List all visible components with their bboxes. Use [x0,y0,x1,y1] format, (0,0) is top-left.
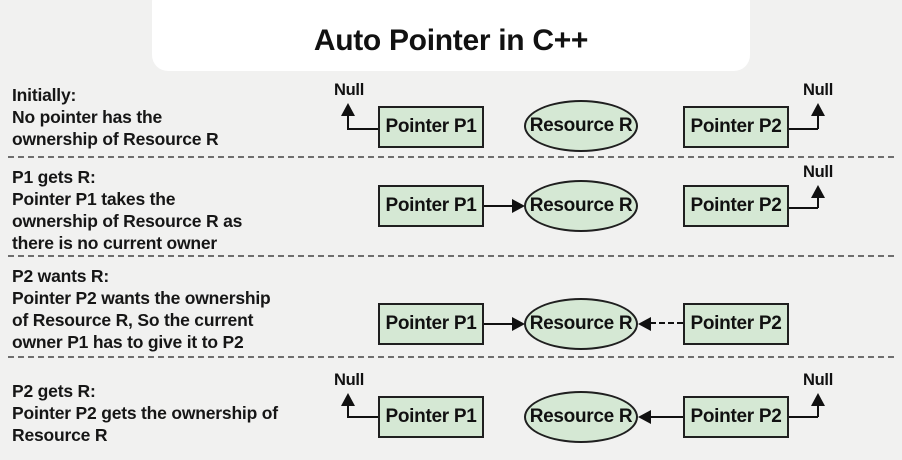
null-label-p1: Null [334,371,364,389]
row-caption: P1 gets R: Pointer P1 takes the ownershi… [12,166,242,254]
pointer-p1-node: Pointer P1 [378,396,484,438]
elbow-line [817,197,819,208]
resource-r-node: Resource R [524,100,638,152]
ownership-arrow-line [650,416,683,418]
caption-line: P1 gets R: [12,167,96,187]
elbow-line [347,128,379,130]
pointer-p1-node: Pointer P1 [378,303,484,345]
elbow-line [347,114,349,129]
arrowhead-left-icon [638,317,651,331]
elbow-line [347,404,349,417]
row-caption: P2 wants R: Pointer P2 wants the ownersh… [12,265,271,353]
caption-line: Pointer P1 takes the [12,189,176,209]
null-label-p2: Null [803,163,833,181]
null-label-p1: Null [334,81,364,99]
caption-line: ownership of Resource R as [12,211,243,231]
pointer-p2-node: Pointer P2 [683,303,789,345]
arrowhead-up-icon [811,103,825,116]
null-label-p2: Null [803,81,833,99]
row-divider [8,255,894,257]
resource-r-node: Resource R [524,391,638,443]
pointer-p2-node: Pointer P2 [683,396,789,438]
caption-line: P2 wants R: [12,266,109,286]
arrowhead-up-icon [811,393,825,406]
resource-r-node: Resource R [524,180,638,232]
want-arrow-dashed-line [650,322,683,324]
page-title: Auto Pointer in C++ [313,24,589,57]
arrowhead-left-icon [638,410,651,424]
row-divider [8,356,894,358]
elbow-line [347,416,379,418]
arrowhead-up-icon [341,393,355,406]
caption-line: P2 gets R: [12,381,96,401]
caption-line: Resource R [12,425,108,445]
null-label-p2: Null [803,371,833,389]
caption-line: No pointer has the [12,107,163,127]
arrowhead-up-icon [341,103,355,116]
caption-line: Pointer P2 gets the ownership of [12,403,278,423]
elbow-line [817,114,819,129]
title-card: Auto Pointer in C++ [152,0,750,71]
ownership-arrow-line [484,323,514,325]
ownership-arrow-line [484,205,514,207]
elbow-line [817,404,819,417]
arrowhead-up-icon [811,185,825,198]
caption-line: Pointer P2 wants the ownership [12,288,271,308]
pointer-p1-node: Pointer P1 [378,106,484,148]
pointer-p2-node: Pointer P2 [683,106,789,148]
pointer-p1-node: Pointer P1 [378,185,484,227]
row-caption: P2 gets R: Pointer P2 gets the ownership… [12,380,278,446]
resource-r-node: Resource R [524,298,638,350]
row-divider [8,156,894,158]
elbow-line [789,207,818,209]
caption-line: owner P1 has to give it to P2 [12,332,244,352]
elbow-line [789,416,818,418]
caption-line: of Resource R, So the current [12,310,254,330]
caption-line: there is no current owner [12,233,218,253]
pointer-p2-node: Pointer P2 [683,185,789,227]
arrowhead-right-icon [512,199,525,213]
elbow-line [789,128,818,130]
arrowhead-right-icon [512,317,525,331]
caption-line: ownership of Resource R [12,129,219,149]
caption-line: Initially: [12,85,77,105]
row-caption: Initially: No pointer has the ownership … [12,84,219,150]
